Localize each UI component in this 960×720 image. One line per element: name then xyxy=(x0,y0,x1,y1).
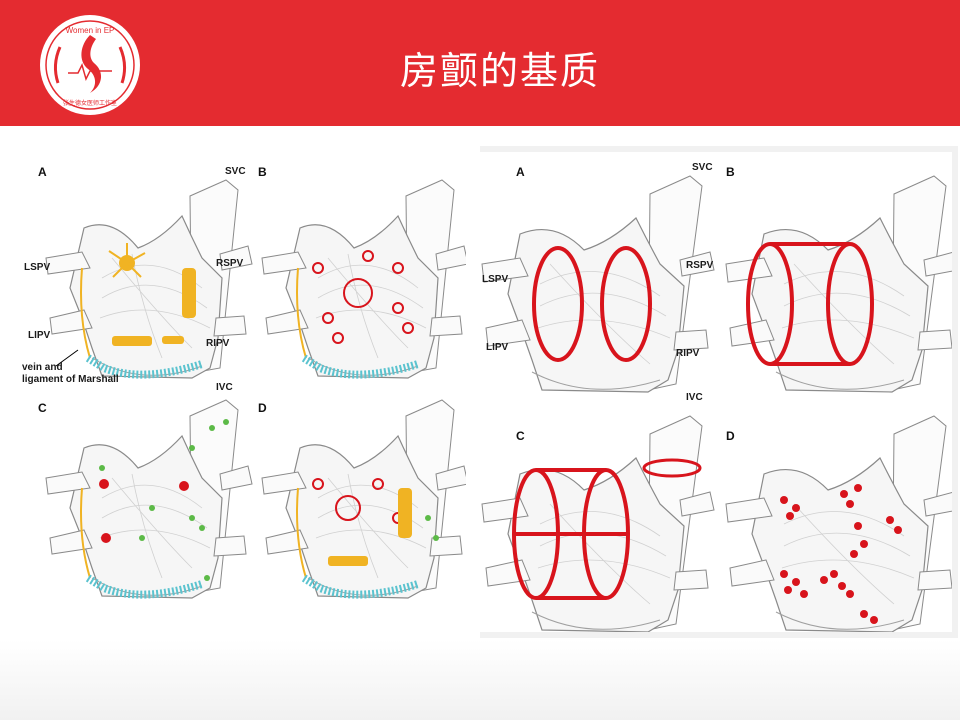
marshall-label-line1: vein and xyxy=(22,362,63,373)
left-panel-a-label: A xyxy=(38,165,47,179)
right-panel-a xyxy=(481,175,715,393)
left-panel-b-label: B xyxy=(258,165,267,179)
rotor-symbols xyxy=(312,250,414,344)
marshall-label-line2: ligament of Marshall xyxy=(22,374,119,385)
header-bar xyxy=(0,0,960,126)
left-rspv-label: RSPV xyxy=(216,258,244,269)
ganglia-cluster xyxy=(108,243,196,346)
logo-text-top: Women in EP xyxy=(66,26,115,35)
logo-text-bottom: 张生德女医师工作室 xyxy=(63,99,117,107)
left-panel-a xyxy=(45,179,253,379)
left-lspv-label: LSPV xyxy=(24,262,50,273)
women-in-ep-logo: Women in EP 张生德女医师工作室 xyxy=(40,15,140,115)
page-title: 房颤的基质 xyxy=(400,49,601,93)
left-panel-c-label: C xyxy=(38,401,47,415)
right-lipv-label: LIPV xyxy=(486,342,509,353)
left-ivc-label: IVC xyxy=(216,382,233,393)
left-panel-c xyxy=(45,399,253,599)
left-svc-label: SVC xyxy=(225,166,246,177)
left-panel-d-label: D xyxy=(258,401,267,415)
right-ivc-label: IVC xyxy=(686,392,703,403)
right-panel-d xyxy=(725,415,959,633)
ablation-lesion-dots xyxy=(780,484,902,624)
right-svc-label: SVC xyxy=(692,162,713,173)
trigger-symbols xyxy=(99,419,229,581)
right-panel-d-label: D xyxy=(726,429,735,443)
right-panel-a-label: A xyxy=(516,165,525,179)
right-ripv-label: RIPV xyxy=(676,348,700,359)
left-panel-d xyxy=(261,399,469,599)
right-figure: A SVC LSPV RSPV LIPV RIPV IVC B C D xyxy=(480,152,959,633)
right-panel-b xyxy=(725,175,959,393)
left-ripv-label: RIPV xyxy=(206,338,230,349)
right-panel-c xyxy=(481,415,715,633)
left-lipv-label: LIPV xyxy=(28,330,51,341)
left-panel-b xyxy=(261,179,469,379)
left-figure: A SVC LSPV RSPV LIPV RIPV IVC vein and l… xyxy=(20,160,469,600)
right-panel-c-label: C xyxy=(516,429,525,443)
right-lspv-label: LSPV xyxy=(482,274,508,285)
right-panel-b-label: B xyxy=(726,165,735,179)
bottom-shade xyxy=(0,640,960,720)
right-rspv-label: RSPV xyxy=(686,260,714,271)
